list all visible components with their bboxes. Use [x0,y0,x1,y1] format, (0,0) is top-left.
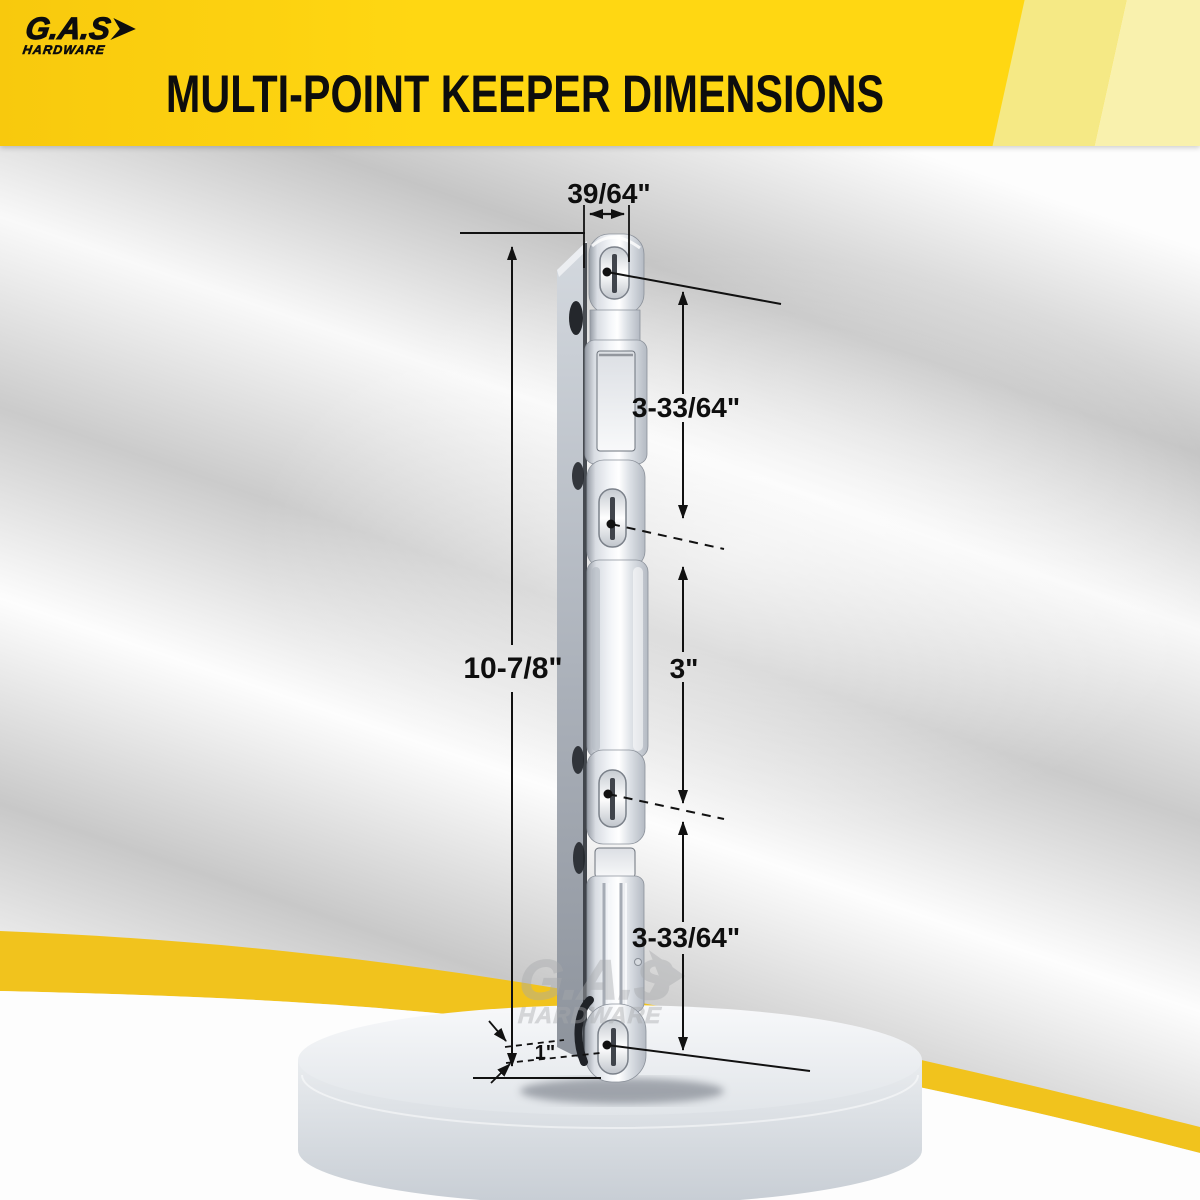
brand-logo-subtext: HARDWARE [21,43,107,58]
leader-dots [602,267,616,1050]
leader-line-1 [606,271,782,305]
keeper-cutout [596,350,636,452]
watermark-sub-text: HARDWARE [517,1002,662,1028]
watermark-arrow-icon [645,950,685,1001]
dim-offset-label: 1" [535,1042,556,1064]
brand-arrow-icon [110,17,137,40]
keeper-square-hole [594,847,636,879]
brand-logo: G.A.S HARDWARE [21,10,141,58]
dim-top-span-label: 3-33/64" [632,392,740,423]
brand-logo-text: G.A.S [23,10,113,46]
dim-mid-span-label: 3" [670,653,699,684]
dim-bottom-span-label: 3-33/64" [632,922,740,953]
offset-arrow-bottom [490,1063,511,1084]
offset-arrow-top [488,1020,507,1042]
dim-width-label: 39/64" [567,178,650,209]
leader-line-2 [610,523,725,550]
watermark-logo: G.A.S HARDWARE [517,947,685,1028]
offset-dash-top [504,1039,565,1048]
watermark-logo-text: G.A.S [518,948,675,1011]
product-shadow [520,1078,724,1104]
yellow-swoosh [0,931,1200,1153]
keeper-product [557,233,649,1083]
dim-height-label: 10-7/8" [463,652,562,685]
leader-line-3 [607,793,725,820]
header-banner: G.A.S HARDWARE [0,0,1200,146]
leader-line-4 [606,1044,811,1072]
offset-dash-bottom [505,1052,601,1064]
page-title: MULTI-POINT KEEPER DIMENSIONS [165,65,885,124]
annotations [460,205,811,1084]
